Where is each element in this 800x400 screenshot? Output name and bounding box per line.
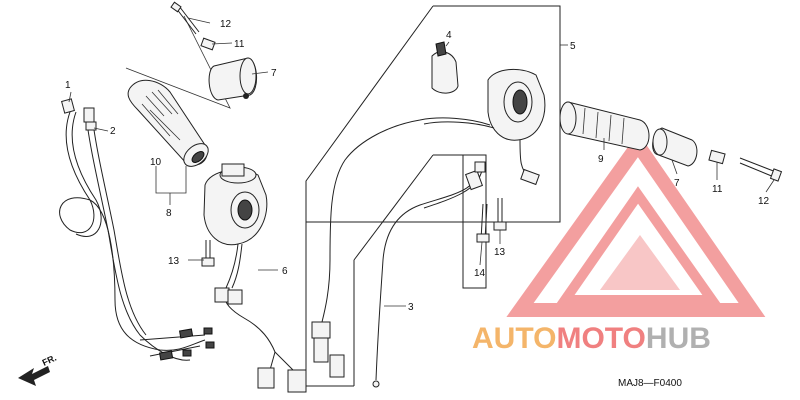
throttle-cables [59,98,215,361]
left-switch-housing [203,163,307,393]
callout-12-top: 12 [220,19,232,30]
callout-6: 6 [282,266,288,277]
front-direction-label: FR. [41,353,58,368]
callouts: 12 11 7 1 2 10 8 13 6 3 4 5 9 7 11 12 13… [65,19,770,313]
bar-end-weight-left [125,15,257,109]
callout-2: 2 [110,126,116,137]
leader-lines [68,17,775,307]
callout-7-right: 7 [674,178,680,189]
callout-9: 10 [150,157,162,168]
callout-3: 3 [408,302,414,313]
switch-4 [431,41,459,94]
callout-1: 1 [65,80,71,91]
callout-11-right: 11 [712,184,723,195]
left-grip [127,79,209,167]
watermark-hub: HUB [646,322,711,355]
watermark-logo [506,132,766,317]
bar-end-weight-right [652,127,698,167]
front-direction-arrow: FR. [18,353,58,386]
screws-top [170,1,216,51]
watermark-text: AUTOMOTOHUB [472,322,711,355]
right-switch-housing [311,68,546,378]
watermark-moto: MOTO [556,322,645,355]
callout-14: 14 [474,268,486,279]
screws-right-end [708,149,783,182]
callout-5: 5 [570,41,576,52]
callout-13-left: 13 [168,256,180,267]
callout-10: 9 [598,154,604,165]
screws-right [476,198,507,243]
callout-12-right: 12 [758,196,770,207]
subgroup-frame [433,154,487,289]
right-grip [559,101,650,151]
svg-text:AUTOMOTOHUB: AUTOMOTOHUB [472,322,711,355]
watermark-auto: AUTO [472,322,556,355]
diagram-code: MAJ8—F0400 [618,378,682,389]
callout-13-right: 13 [494,247,506,258]
callout-8: 8 [166,208,172,219]
cable-3 [372,161,486,388]
callout-11-top: 11 [234,39,245,50]
callout-4: 4 [446,30,452,41]
group-frame [305,5,561,223]
callout-7-left: 7 [271,68,277,79]
screw-13-left [201,240,215,267]
